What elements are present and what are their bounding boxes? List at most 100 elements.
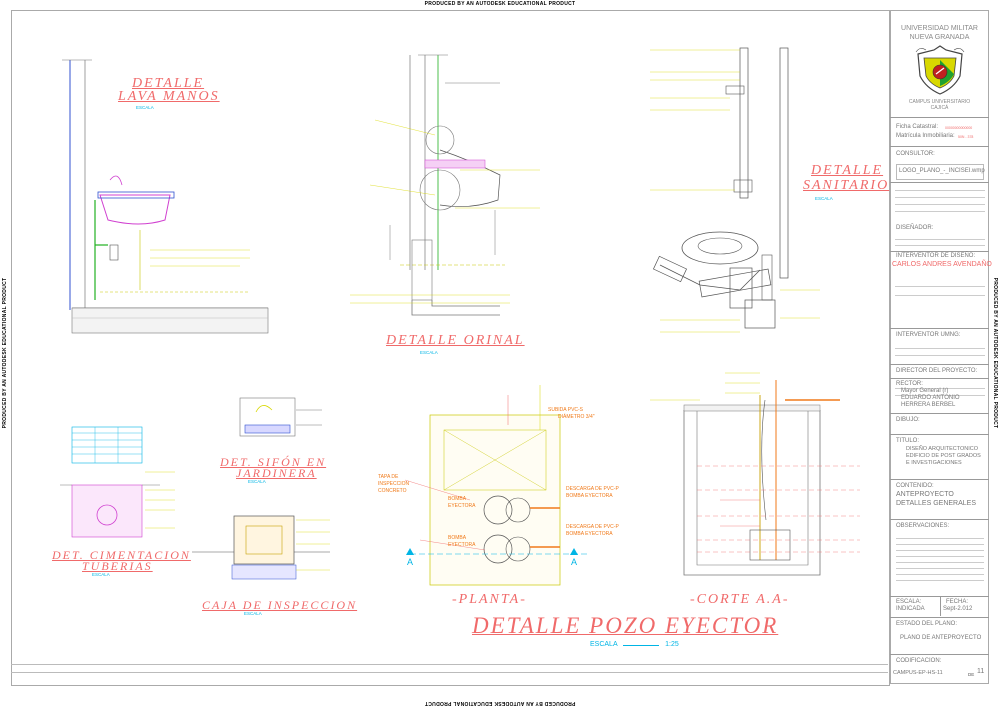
planta-descarga2-label-1: DESCARGA DE PVC-P: [566, 524, 619, 530]
tb-contenido-2: DETALLES GENERALES: [896, 500, 977, 507]
sheet-bottom-strip: [11, 664, 888, 665]
tb-fecha-value: Sept-2.012: [943, 606, 973, 612]
section-mark-right: A: [571, 557, 578, 567]
tb-escala: ESCALA:: [896, 599, 922, 605]
tb-codigo: CAMPUS-EP-HS-11: [893, 670, 943, 676]
university-shield-icon: [915, 45, 965, 95]
tb-matricula-label: Matrícula Inmobiliaria:: [896, 133, 955, 139]
tb-divider-4: [890, 251, 989, 252]
tb-consultor: CONSULTOR:: [896, 151, 935, 157]
tb-disenador-lines: [895, 235, 985, 246]
title-cimentacion-2: TUBERIAS: [82, 559, 153, 573]
watermark-right: PRODUCED BY AN AUTODESK EDUCATIONAL PROD…: [992, 277, 998, 429]
title-caja: CAJA DE INSPECCION: [202, 598, 358, 612]
planta-descarga1-label-1: DESCARGA DE PVC-P: [566, 486, 619, 492]
planta-tapa-label-3: CONCRETO: [378, 488, 407, 494]
tb-rector-2: EDUARDO ANTONIO: [901, 395, 960, 401]
tb-divider-9: [890, 434, 989, 435]
tb-matricula-value: 50N - 378: [958, 135, 974, 139]
tb-interventor-umng: INTERVENTOR UMNG:: [896, 332, 961, 338]
tb-codificacion: CODIFICACION:: [896, 658, 942, 664]
planta-tapa-label-1: TAPA DE: [378, 474, 399, 480]
planta-bomba2-label-1: BOMBA: [448, 535, 467, 541]
tb-interventor-name: CARLOS ANDRES AVENDAÑO: [892, 261, 992, 268]
scale-orinal: ESCALA: [420, 350, 438, 355]
tb-divider-escala: [940, 596, 941, 616]
watermark-bottom: PRODUCED BY AN AUTODESK EDUCATIONAL PROD…: [424, 700, 576, 706]
title-sifon-1: DET. SIFÓN EN: [220, 455, 327, 469]
lava-manos-drawing: [62, 59, 269, 334]
scale-lava-manos: ESCALA: [136, 105, 154, 110]
planta-bomba1-label: BOMBA EYECTORA: [448, 496, 475, 510]
tb-de: DE: [968, 672, 975, 677]
scale-pozo-value: 1:25: [665, 641, 679, 648]
title-corte: -CORTE A.A-: [690, 592, 790, 607]
tb-sheet: 11: [977, 668, 985, 675]
tb-divider-1: [890, 117, 989, 118]
tb-consultor-logo: [896, 164, 984, 180]
cimentacion-drawing: [60, 426, 175, 538]
tb-campus-2: CAJICÁ: [930, 105, 949, 111]
tb-consultor-details: [895, 186, 985, 222]
tb-divider-12: [890, 596, 989, 597]
planta-descarga1-label: DESCARGA DE PVC-P BOMBA EYECTORA: [566, 486, 619, 500]
planta-tapa-label: TAPA DE INSPECCION CONCRETO: [378, 474, 409, 495]
sanitario-drawing: [650, 47, 820, 333]
tb-university-2: NUEVA GRANADA: [909, 34, 970, 41]
tb-interventor-diseno: INTERVENTOR DE DISEÑO:: [896, 253, 976, 259]
tb-divider-7: [890, 378, 989, 379]
title-planta: -PLANTA-: [452, 592, 527, 607]
tb-rector-3: HERRERA BERBEL: [901, 402, 956, 408]
tb-ficha-value: 00000000000000: [945, 126, 973, 130]
corte-drawing: [650, 372, 860, 576]
planta-bomba2-label-2: EYECTORA: [448, 542, 476, 548]
planta-tubo-label-1: SUBIDA PVC-S: [548, 407, 584, 413]
tb-director: DIRECTOR DEL PROYECTO:: [896, 368, 978, 374]
drawing-canvas: [60, 47, 860, 586]
scale-cimentacion: ESCALA: [92, 572, 110, 577]
planta-tapa-label-2: INSPECCION: [378, 481, 410, 487]
title-sanitario-2: SANITARIO: [803, 178, 890, 193]
title-cimentacion-1: DET. CIMENTACION: [52, 548, 191, 562]
planta-bomba1-label-2: EYECTORA: [448, 503, 476, 509]
planta-tubo-label-2: DIÁMETRO 3/4": [558, 414, 595, 420]
sifon-drawing: [239, 397, 322, 437]
tb-divider-6: [890, 364, 989, 365]
planta-descarga1-label-2: BOMBA EYECTORA: [566, 493, 613, 499]
tb-divider-13: [890, 617, 989, 618]
title-pozo-eyector: DETALLE POZO EYECTOR: [472, 613, 779, 638]
tb-divider-8: [890, 413, 989, 414]
tb-rector-1: Mayor General (r): [901, 388, 949, 394]
tb-titulo-2: EDIFICIO DE POST GRADOS: [906, 453, 981, 459]
tb-umng-lines: [895, 342, 985, 356]
planta-bomba1-label-1: BOMBA: [448, 496, 467, 502]
tb-contenido: CONTENIDO:: [896, 483, 934, 489]
tb-campus: CAMPUS UNIVERSITARIO CAJICÁ: [890, 99, 989, 111]
title-block: [890, 10, 989, 684]
tb-fecha: FECHA:: [946, 599, 969, 605]
scale-caja: ESCALA: [244, 611, 262, 616]
tb-titulo-1: DISEÑO ARQUITECTONICO: [906, 446, 979, 452]
tb-observaciones: OBSERVACIONES:: [896, 523, 950, 529]
tb-ficha-label: Ficha Catastral:: [896, 124, 939, 130]
tb-divider-3: [890, 182, 989, 183]
section-mark-left: A: [407, 557, 414, 567]
tb-divider-14: [890, 654, 989, 655]
tb-estado: ESTADO DEL PLANO:: [896, 621, 958, 627]
watermark-top: PRODUCED BY AN AUTODESK EDUCATIONAL PROD…: [424, 1, 576, 7]
tb-divider-2: [890, 146, 989, 147]
tb-estado-value: PLANO DE ANTEPROYECTO: [900, 635, 982, 641]
scale-pozo-label: ESCALA: [590, 641, 618, 648]
tb-divider-10: [890, 479, 989, 480]
tb-contenido-1: ANTEPROYECTO: [896, 491, 954, 498]
caja-inspeccion-drawing: [192, 515, 330, 580]
scale-pozo: ESCALA 1:25: [590, 641, 679, 648]
tb-divider-5: [890, 328, 989, 329]
title-sanitario-1: DETALLE: [811, 163, 884, 178]
scale-sifon: ESCALA: [248, 479, 266, 484]
sheet-bottom-strip-2: [11, 672, 888, 673]
planta-drawing: [404, 385, 590, 586]
planta-descarga2-label-2: BOMBA EYECTORA: [566, 531, 613, 537]
planta-tubo-label: SUBIDA PVC-S DIÁMETRO 3/4": [548, 407, 595, 421]
tb-dibujo: DIBUJO:: [896, 417, 920, 423]
